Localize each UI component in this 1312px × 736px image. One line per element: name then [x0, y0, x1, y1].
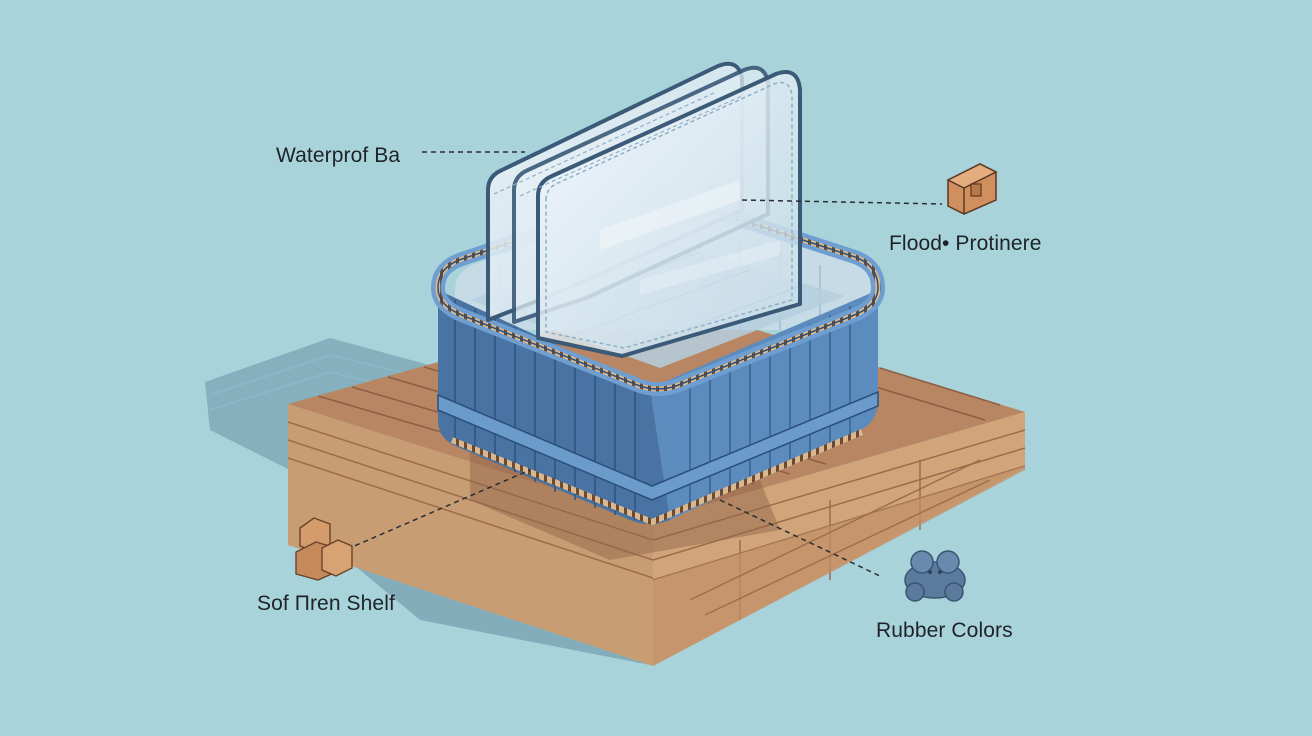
label-rubber-colors: Rubber Colors [876, 619, 1013, 642]
label-waterproof: Waterprof Ba [276, 144, 401, 167]
stacked-blocks-icon [295, 517, 353, 581]
label-flood-protection: Flood• Protinere [889, 232, 1042, 255]
leader-line-rubber [719, 499, 881, 577]
waterproof-panels [486, 61, 802, 358]
box-icon [946, 163, 998, 215]
label-shelf: Sof Пren Shelf [257, 592, 395, 615]
leader-line-flood [741, 199, 943, 205]
rubber-blob-icon [904, 550, 966, 602]
leader-line-shelf [321, 469, 531, 561]
leader-lines [321, 151, 943, 577]
